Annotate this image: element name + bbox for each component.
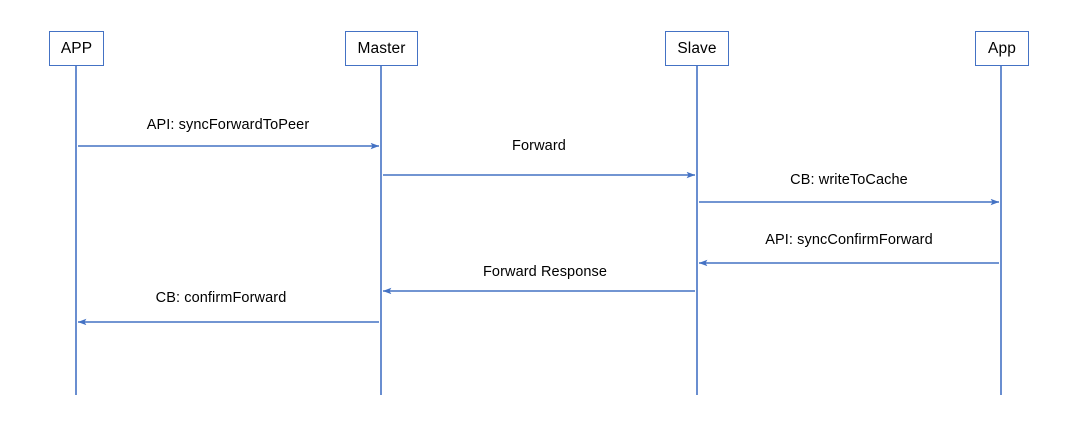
lifeline-label: Slave xyxy=(677,39,717,57)
lifeline-label: APP xyxy=(60,39,93,57)
lifeline-header-app-left[interactable]: APP xyxy=(49,31,104,66)
lifeline-label: Master xyxy=(357,39,406,57)
message-label-msg-2: Forward xyxy=(512,138,566,154)
lifeline-lines-group xyxy=(75,66,1002,395)
message-label-msg-6: CB: confirmForward xyxy=(155,290,287,306)
message-arrows-group xyxy=(77,142,1000,326)
message-label-msg-3: CB: writeToCache xyxy=(790,172,908,188)
message-label-msg-5: Forward Response xyxy=(482,264,608,280)
lifeline-label: App xyxy=(988,39,1016,57)
lifeline-header-app-right[interactable]: App xyxy=(975,31,1029,66)
lifeline-header-master[interactable]: Master xyxy=(345,31,418,66)
message-label-msg-4: API: syncConfirmForward xyxy=(765,232,933,248)
lifeline-header-slave[interactable]: Slave xyxy=(665,31,729,66)
message-label-msg-1: API: syncForwardToPeer xyxy=(146,117,310,133)
